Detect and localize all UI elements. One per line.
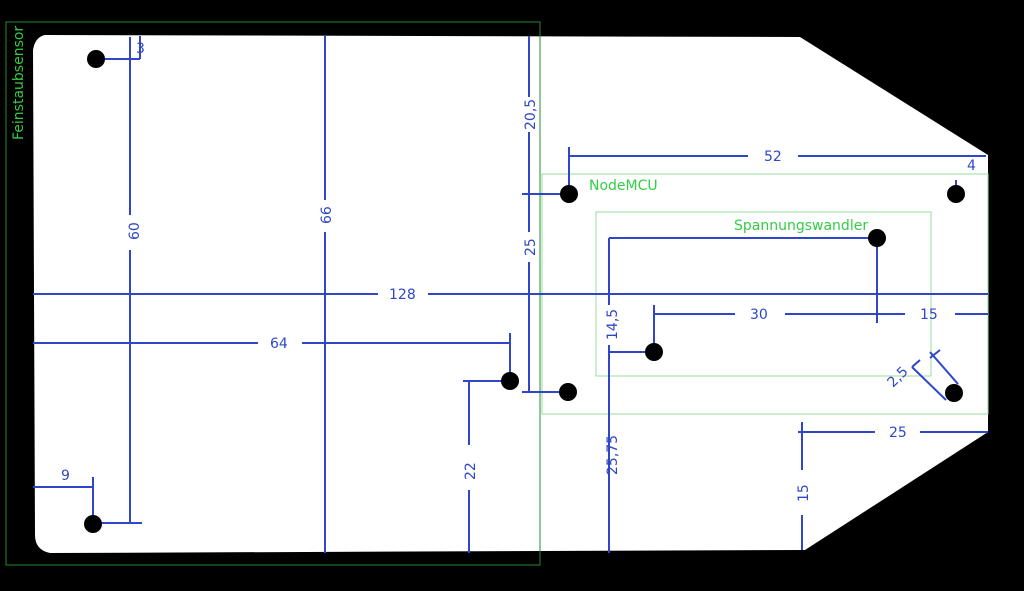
hole-wandler-top bbox=[868, 229, 886, 247]
label-feinstaubsensor: Feinstaubsensor bbox=[11, 26, 27, 140]
hole-bottom-left bbox=[84, 515, 102, 533]
dim-128: 128 bbox=[389, 287, 416, 303]
hole-nodemcu-bottom-right bbox=[945, 384, 963, 402]
hole-sensor-right bbox=[501, 372, 519, 390]
dim-15-bottom: 15 bbox=[796, 484, 812, 502]
hole-top-left bbox=[87, 50, 105, 68]
dim-22: 22 bbox=[463, 462, 479, 480]
hole-nodemcu-top-right bbox=[947, 185, 965, 203]
label-spannungswandler: Spannungswandler bbox=[734, 218, 868, 234]
dim-14-5: 14,5 bbox=[605, 309, 621, 340]
dim-3: 3 bbox=[136, 41, 145, 57]
dim-25-top: 25 bbox=[523, 238, 539, 256]
dim-15-right: 15 bbox=[920, 307, 938, 323]
dim-52: 52 bbox=[764, 149, 782, 165]
dim-30: 30 bbox=[750, 307, 768, 323]
mounting-holes bbox=[84, 50, 965, 533]
dim-60: 60 bbox=[127, 222, 143, 240]
hole-nodemcu-top-left bbox=[560, 185, 578, 203]
dim-64: 64 bbox=[270, 336, 288, 352]
dim-25-right: 25 bbox=[889, 425, 907, 441]
hole-nodemcu-bottom-left bbox=[559, 383, 577, 401]
hole-wandler-bottom bbox=[645, 343, 663, 361]
dim-9: 9 bbox=[61, 468, 70, 484]
label-nodemcu: NodeMCU bbox=[589, 178, 658, 194]
dim-66: 66 bbox=[319, 206, 335, 224]
dim-25-75: 25,75 bbox=[605, 435, 621, 475]
dimension-lines bbox=[33, 36, 988, 553]
dim-20-5: 20,5 bbox=[523, 99, 539, 130]
dim-4: 4 bbox=[967, 158, 976, 174]
